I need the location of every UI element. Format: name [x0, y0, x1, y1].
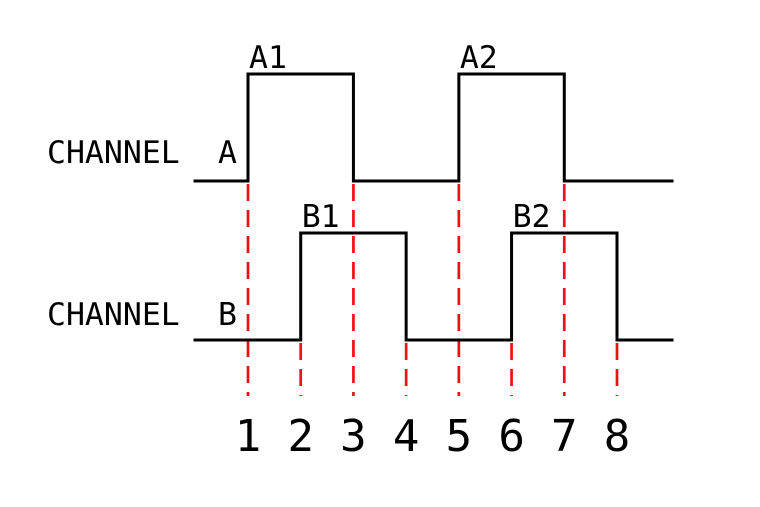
channel-a-label: CHANNEL	[47, 135, 180, 171]
pulse-label-b1: B1	[302, 199, 340, 235]
marker-number-6: 6	[498, 411, 525, 462]
marker-number-8: 8	[604, 411, 631, 462]
marker-number-3: 3	[340, 411, 367, 462]
channel-b-letter: B	[218, 297, 237, 333]
pulse-label-a1: A1	[249, 40, 287, 76]
channel-b-label: CHANNEL	[47, 297, 180, 333]
channel-a-letter: A	[218, 135, 237, 171]
marker-number-2: 2	[287, 411, 314, 462]
marker-number-1: 1	[235, 411, 262, 462]
marker-number-5: 5	[446, 411, 473, 462]
channel-b-waveform	[193, 231, 674, 342]
marker-lines-group	[246, 184, 619, 396]
pulse-label-b2: B2	[513, 199, 551, 235]
marker-number-7: 7	[551, 411, 578, 462]
channel-a-waveform	[193, 72, 674, 183]
pulse-label-a2: A2	[460, 40, 498, 76]
marker-number-4: 4	[393, 411, 420, 462]
waveforms-group	[193, 72, 674, 342]
